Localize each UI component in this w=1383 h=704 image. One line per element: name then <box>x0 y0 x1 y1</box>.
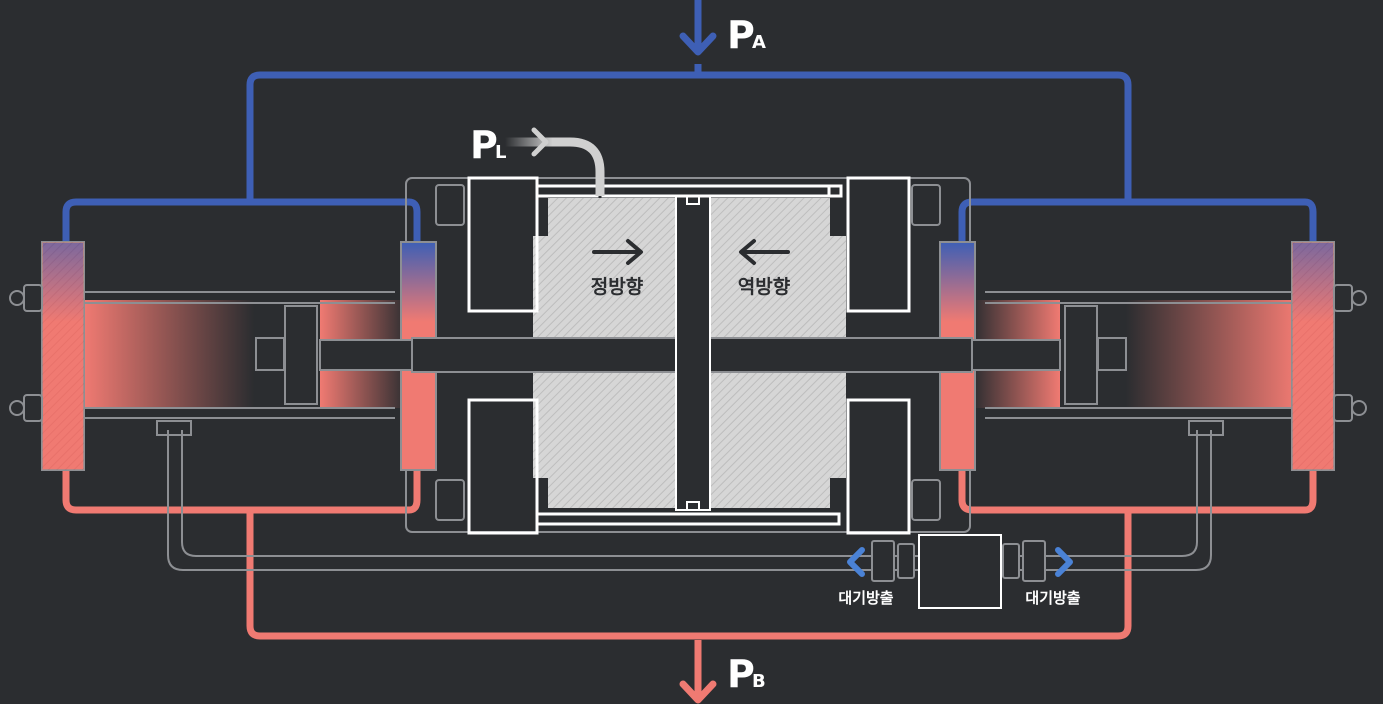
svg-text:P: P <box>727 13 755 57</box>
pa-label: P A <box>727 13 766 57</box>
pl-label: P L <box>470 123 506 167</box>
pb-return-line <box>62 470 1317 640</box>
right-cylinder <box>911 184 1367 521</box>
pb-label: P B <box>727 652 766 696</box>
pa-arrow-icon <box>679 0 717 56</box>
svg-text:A: A <box>752 32 766 53</box>
pa-supply-line <box>62 64 1317 245</box>
svg-text:P: P <box>470 123 498 167</box>
vent-right-arrow-icon <box>1055 547 1073 577</box>
forward-label: 정방향 <box>591 276 644 298</box>
pl-arrow-icon <box>531 127 549 157</box>
vent-left-arrow-icon <box>847 547 865 577</box>
left-chamber-fill <box>84 300 254 408</box>
right-chamber-fill <box>1126 300 1296 408</box>
left-cylinder <box>9 184 465 521</box>
svg-text:B: B <box>752 671 766 692</box>
vent-left-label: 대기방출 <box>838 589 893 607</box>
pl-supply-line <box>505 127 605 196</box>
center-section <box>411 176 973 535</box>
svg-text:P: P <box>727 652 755 696</box>
pb-arrow-icon <box>679 640 717 704</box>
reverse-arrow-icon <box>739 239 790 265</box>
reverse-label: 역방향 <box>738 276 791 298</box>
svg-text:L: L <box>495 142 506 163</box>
vent-right-label: 대기방출 <box>1025 589 1080 607</box>
vent-valve <box>847 534 1073 609</box>
forward-arrow-icon <box>592 239 643 265</box>
